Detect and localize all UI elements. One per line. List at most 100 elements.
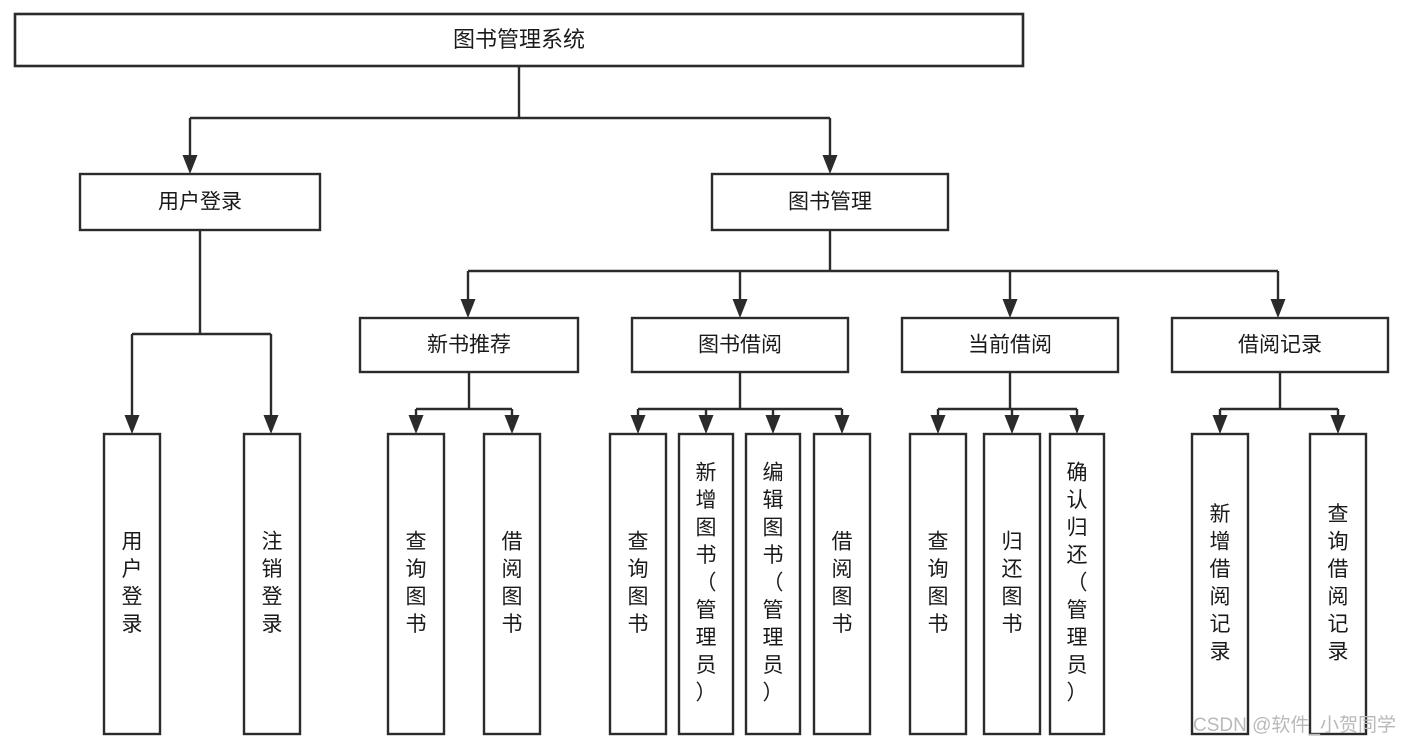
arrow-head-icon: [1212, 415, 1228, 434]
leaf-return-book-label-char: 书: [1002, 613, 1023, 636]
arrow-head-icon: [765, 415, 781, 434]
arrow-head-icon: [124, 415, 140, 434]
arrow-head-icon: [1069, 415, 1085, 434]
arrow-head-icon: [822, 155, 838, 174]
leaf-user-logout-label-char: 录: [262, 613, 283, 636]
leaf-query-book-1-label-char: 书: [406, 613, 427, 636]
leaf-edit-book-label-char: 辑: [763, 489, 784, 512]
root-box[interactable]: [13, 12, 1025, 68]
leaf-query-record-label-char: 记: [1328, 613, 1349, 636]
leaf-return-book-label-char: 还: [1002, 558, 1023, 581]
leaf-add-record-label-char: 新: [1210, 503, 1231, 526]
root-label: 图书管理系统: [453, 27, 585, 52]
arrow-head-icon: [408, 415, 424, 434]
user-login-box[interactable]: [78, 172, 322, 232]
leaf-confirm-return-label-char: 确: [1067, 462, 1088, 485]
current-borrow-label: 当前借阅: [968, 334, 1052, 357]
arrow-head-icon: [1004, 415, 1020, 434]
leaf-edit-book-box[interactable]: [744, 432, 802, 736]
leaf-query-book-1-label-char: 图: [406, 585, 427, 608]
leaf-query-book-1-box[interactable]: [386, 432, 446, 736]
leaf-query-book-3-box[interactable]: [908, 432, 968, 736]
leaf-confirm-return-label-char: 员: [1067, 654, 1088, 677]
leaf-edit-book-label-char: 理: [763, 627, 784, 650]
leaf-add-book-label-char: 书: [696, 544, 717, 567]
leaf-user-login-box[interactable]: [102, 432, 162, 736]
leaf-query-record-box[interactable]: [1308, 432, 1368, 736]
borrow-record-box[interactable]: [1170, 316, 1390, 374]
borrow-record-label: 借阅记录: [1238, 334, 1322, 357]
leaf-query-record-label-char: 询: [1328, 530, 1349, 553]
leaf-query-record-label-char: 录: [1328, 640, 1349, 663]
node-borrow-record: 借阅记录: [1170, 316, 1390, 374]
leaf-borrow-book-1-label-char: 图: [502, 585, 523, 608]
leaf-user-logout-box[interactable]: [242, 432, 302, 736]
node-new-book-rec: 新书推荐: [358, 316, 580, 374]
leaf-query-record-label-char: 查: [1328, 503, 1349, 526]
leaf-add-record-label-char: 增: [1210, 530, 1231, 553]
current-borrow-box[interactable]: [900, 316, 1120, 374]
node-book-manage: 图书管理: [710, 172, 950, 232]
leaf-confirm-return-label-char: 还: [1067, 544, 1088, 567]
leaf-add-book-label-char: 图: [696, 517, 717, 540]
leaf-user-logout-label-char: 销: [262, 558, 283, 581]
leaf-borrow-book-2-label-char: 阅: [832, 558, 853, 581]
book-manage-box[interactable]: [710, 172, 950, 232]
leaf-add-book-box[interactable]: [677, 432, 735, 736]
node-book-borrow: 图书借阅: [630, 316, 850, 374]
leaf-confirm-return-label-char: 认: [1067, 489, 1088, 512]
leaf-confirm-return-label-char: 理: [1067, 627, 1088, 650]
leaf-edit-book-label-char: ）: [763, 682, 784, 705]
leaf-query-book-2-label-char: 书: [628, 613, 649, 636]
book-borrow-box[interactable]: [630, 316, 850, 374]
leaf-user-login-label-char: 录: [122, 613, 143, 636]
leaf-confirm-return-label-char: 归: [1067, 517, 1088, 540]
leaf-user-login-label-char: 用: [122, 530, 143, 553]
leaf-borrow-book-1-label-char: 书: [502, 613, 523, 636]
leaf-edit-book-label-char: 编: [763, 462, 784, 485]
leaf-return-book-box[interactable]: [982, 432, 1042, 736]
leaf-borrow-book-2-box[interactable]: [812, 432, 872, 736]
arrow-head-icon: [630, 415, 646, 434]
leaf-add-book-label-char: 理: [696, 627, 717, 650]
leaf-add-record-box[interactable]: [1190, 432, 1250, 736]
node-root: 图书管理系统: [13, 12, 1025, 68]
leaf-query-record-label-char: 借: [1328, 558, 1349, 581]
arrow-head-icon: [1330, 415, 1346, 434]
leaf-borrow-book-1-label-char: 阅: [502, 558, 523, 581]
leaf-edit-book-label-char: 管: [763, 599, 784, 622]
arrow-head-icon: [1270, 299, 1286, 318]
leaf-confirm-return-box[interactable]: [1048, 432, 1106, 736]
node-leaf-user-login: 用户登录: [102, 432, 162, 736]
leaf-edit-book-label-char: 书: [763, 544, 784, 567]
leaf-borrow-book-2-label-char: 图: [832, 585, 853, 608]
leaf-add-record-label-char: 借: [1210, 558, 1231, 581]
arrow-head-icon: [930, 415, 946, 434]
new-book-rec-box[interactable]: [358, 316, 580, 374]
leaf-borrow-book-2-label-char: 借: [832, 530, 853, 553]
leaf-add-record-label-char: 阅: [1210, 585, 1231, 608]
arrow-head-icon: [698, 415, 714, 434]
connector-layer: [124, 66, 1346, 434]
arrow-head-icon: [504, 415, 520, 434]
leaf-query-book-1-label-char: 查: [406, 530, 427, 553]
leaf-add-book-label-char: 新: [696, 462, 717, 485]
leaf-user-logout-label-char: 登: [262, 585, 283, 608]
leaf-query-book-2-box[interactable]: [608, 432, 668, 736]
node-user-login: 用户登录: [78, 172, 322, 232]
leaf-edit-book-label-char: 图: [763, 517, 784, 540]
leaf-add-book-label-char: 员: [696, 654, 717, 677]
leaf-borrow-book-1-box[interactable]: [482, 432, 542, 736]
leaf-borrow-book-1-label-char: 借: [502, 530, 523, 553]
leaf-add-record-label-char: 记: [1210, 613, 1231, 636]
arrow-head-icon: [732, 299, 748, 318]
leaf-query-book-2-label-char: 图: [628, 585, 649, 608]
